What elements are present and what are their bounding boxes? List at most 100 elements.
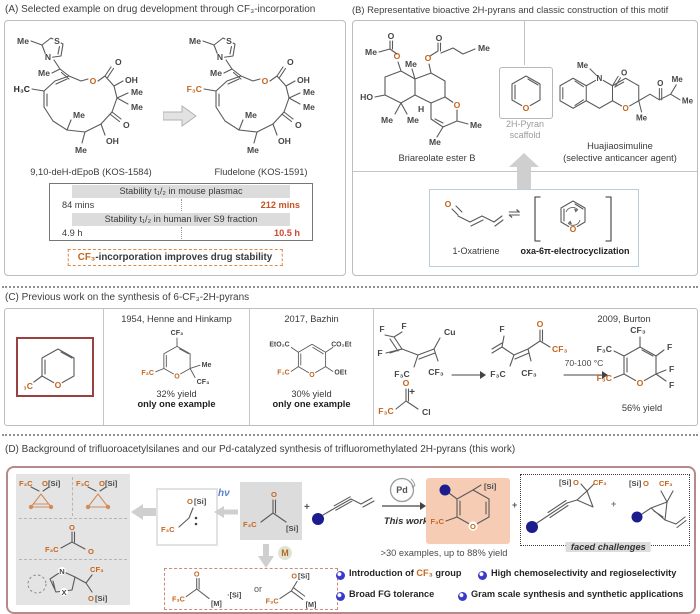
atom-label: F₃C [490,369,505,379]
panel-b-title: (B) Representative bioactive 2H-pyrans a… [352,4,669,15]
atom-label: O [445,199,452,209]
structure-siloxyvinylmetal: F₃C O [Si] [M] [266,572,317,609]
left-arrow-icon [214,506,238,518]
stability-value: 10.5 h [273,228,300,238]
atom-label: O [403,378,410,388]
atom-label: OH [125,75,138,85]
table-row: 4.9 h 10.5 h [50,226,312,240]
structure-fludelone: S N Me Me O O OH Me Me O OH Me Me F₃C [187,36,316,155]
panel-b-divider-vertical [524,21,525,65]
plus-sign: + [304,502,310,513]
atom-label: [Si] [194,497,207,506]
bullet-text: Broad FG tolerance [349,589,435,599]
conditions-label: 70-100 °C [565,358,604,368]
atom-label: Me [303,87,315,97]
scaffold-label: scaffold [509,130,541,140]
atom-label: F [377,348,382,358]
atom-label: O [637,378,644,388]
right-arrow-icon [163,105,197,127]
structure-kos-1584: S N Me Me O O OH Me Me O OH Me Me H₃C [14,36,144,155]
panel-c-cell-2017: 2017, Bazhin O EtO₂C CO₂Et F₃C OEt 30% y… [249,309,373,425]
structure-product-pyran: O F₃C [Si] [431,482,497,531]
atom-label: O [388,31,395,41]
atom-label: EtO₂C [269,342,289,349]
atom-label: O [657,79,663,88]
scaffold-label: 2H-Pyran [505,119,544,129]
atom-label: O [425,53,432,63]
cf3-highlight: CF₃ [416,568,433,578]
atom-label: F₃C [378,406,393,416]
stability-value: 4.9 h [62,228,83,238]
structure-epoxide-b: F₃C O [Si] [76,479,118,510]
note-label: only one example [272,399,351,409]
atom-label: F [499,324,504,334]
atom-label: Me [429,137,441,147]
dashed-divider [72,477,73,516]
atom-label: F₃C [243,520,257,529]
structure-trifluoroacetylsilane: F₃C O [Si] [243,490,299,533]
faced-challenges-label: faced challenges [565,542,651,552]
atom-label: CF₃ [521,368,536,378]
atom-label: F₃C [76,479,90,488]
dashed-divider [19,518,127,519]
atom-label: CO₂Et [331,342,352,349]
atom-label: F₃C [431,517,445,526]
structure-2h-pyran: O [511,75,541,113]
atom-label: H [418,104,424,114]
atom-label: Me [73,110,85,120]
conclusion-text: -incorporation improves drug stability [95,252,273,263]
atom-label: [Si] [559,478,572,487]
pd-label: Pd [396,485,408,495]
atom-label: CF₃ [659,479,673,488]
atom-label: N [596,74,602,83]
bullet-icon [458,592,467,601]
atom-label: O [570,224,577,234]
atom-label: CF₃ [552,344,567,354]
down-arrow-icon [258,544,274,568]
atom-label: Me [365,47,377,57]
equilibrium-arrow: ⇌ [508,205,521,222]
atom-label: O [90,76,97,86]
atom-label: [Si] [48,479,61,488]
compound-name-huajiao: Huajiaosimuline [587,141,653,151]
atom-label: Me [131,87,143,97]
atom-label: Me [131,102,143,112]
plus-sign: + [611,499,617,509]
atom-label: Me [636,113,648,122]
atom-label: Me [189,36,201,46]
atom-label: [Si] [286,524,299,533]
atom-label: O [295,120,302,130]
atom-label: F [669,380,674,390]
atom-label: O [55,380,62,390]
atom-label: OEt [334,370,347,377]
atom-label: [Si] [629,479,642,488]
compound-name-fludelone: Fludelone (KOS-1591) [214,167,308,177]
yield-label: 56% yield [621,403,663,413]
structure-enyne [312,496,375,525]
atom-label: [Si] [105,479,118,488]
reference-label: 2009, Burton [597,314,651,324]
atom-label: Me [577,61,589,70]
table-header: Stability t₁/₂ in mouse plasmac [72,185,290,198]
structure-epoxide-a: F₃C O [Si] [19,479,61,510]
atom-label: CF₃ [170,330,183,337]
atom-label: Me [75,145,87,155]
structure-henne: O CF₃ F₃C Me CF₃ [141,330,211,386]
atom-label: F₃C [19,479,33,488]
atom-label: [M] [211,599,222,608]
atom-label: Me [672,75,684,84]
atom-label: F₃C [45,545,59,554]
panel-c-cell-scaffold: O F₃C [5,309,103,425]
bullet-part: Introduction of [349,568,417,578]
compound-name-briareolate: Briareolate ester B [398,153,476,163]
atom-label: Me [17,36,29,46]
atom-label: N [59,567,64,576]
carbene-products-panel: F₃C O [Si] F₃C O [Si] F₃C O O [16,474,130,605]
atom-label: F₃C [187,84,202,94]
atom-label: O [573,478,579,487]
atom-label: X [61,588,66,597]
atom-label: Me [682,97,694,106]
panel-b-box: O O O Me O O Me HO Me H Me Me Me Me O [352,20,698,276]
structure-briareolate: O O O Me O O Me HO Me H Me Me Me Me [360,31,490,147]
pd-catalyst-icon: Pd [382,477,426,510]
